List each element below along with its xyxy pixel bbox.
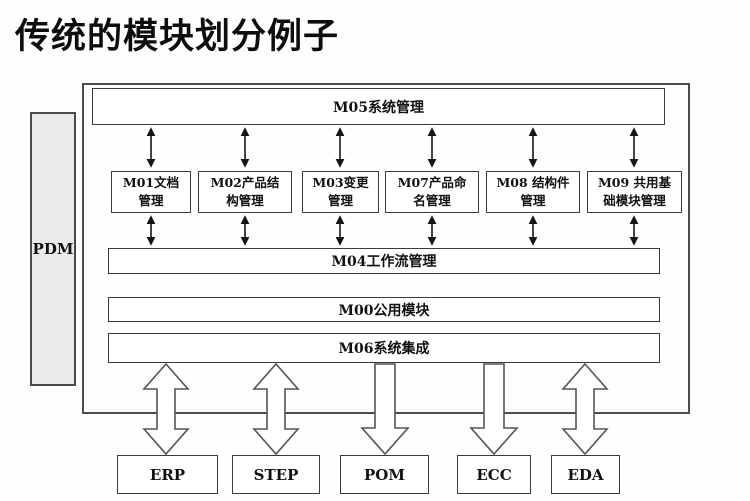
page-title: 传统的模块划分例子 — [15, 17, 340, 57]
module-m07-line2: 名管理 — [413, 193, 451, 208]
external-box-erp: ERP — [117, 455, 218, 494]
box-m04-label: M04工作流管理 — [331, 254, 437, 270]
box-m05-system-management: M05系统管理 — [92, 88, 665, 125]
box-m06-label: M06系统集成 — [338, 341, 430, 357]
external-pom-label: POM — [364, 465, 405, 484]
external-box-step: STEP — [232, 455, 320, 494]
module-box-m09-common-base: M09 共用基 础模块管理 — [587, 171, 682, 213]
module-box-m08-structural-parts: M08 结构件 管理 — [486, 171, 580, 213]
module-box-m03-change: M03变更 管理 — [302, 171, 379, 213]
external-step-label: STEP — [253, 465, 299, 484]
module-box-m01-document: M01文档 管理 — [111, 171, 191, 213]
module-m03-line1: M03变更 — [312, 174, 369, 190]
external-ecc-label: ECC — [476, 465, 512, 484]
external-box-eda: EDA — [551, 455, 620, 494]
module-m09-line1: M09 共用基 — [597, 174, 672, 190]
pdm-label-box: PDM — [30, 112, 76, 386]
module-m01-line2: 管理 — [138, 193, 164, 208]
module-m03-line2: 管理 — [327, 193, 353, 208]
module-m07-line1: M07产品命 — [397, 174, 467, 190]
module-m08-line1: M08 结构件 — [496, 174, 570, 190]
box-m04-workflow-management: M04工作流管理 — [108, 248, 660, 274]
external-box-pom: POM — [340, 455, 429, 494]
pdm-label: PDM — [32, 240, 74, 258]
module-m09-line2: 础模块管理 — [603, 193, 666, 208]
external-box-ecc: ECC — [457, 455, 531, 494]
external-erp-label: ERP — [149, 465, 186, 484]
module-box-m07-product-naming: M07产品命 名管理 — [385, 171, 479, 213]
module-m08-line2: 管理 — [520, 193, 546, 208]
module-m02-line2: 构管理 — [226, 193, 264, 208]
module-m01-line1: M01文档 — [122, 174, 180, 190]
module-box-m02-product-structure: M02产品结 构管理 — [198, 171, 292, 213]
box-m06-system-integration: M06系统集成 — [108, 333, 660, 363]
module-m02-line1: M02产品结 — [210, 174, 280, 190]
external-eda-label: EDA — [567, 465, 604, 484]
box-m00-common-module: M00公用模块 — [108, 297, 660, 322]
box-m05-label: M05系统管理 — [333, 99, 424, 116]
box-m00-label: M00公用模块 — [338, 302, 430, 319]
